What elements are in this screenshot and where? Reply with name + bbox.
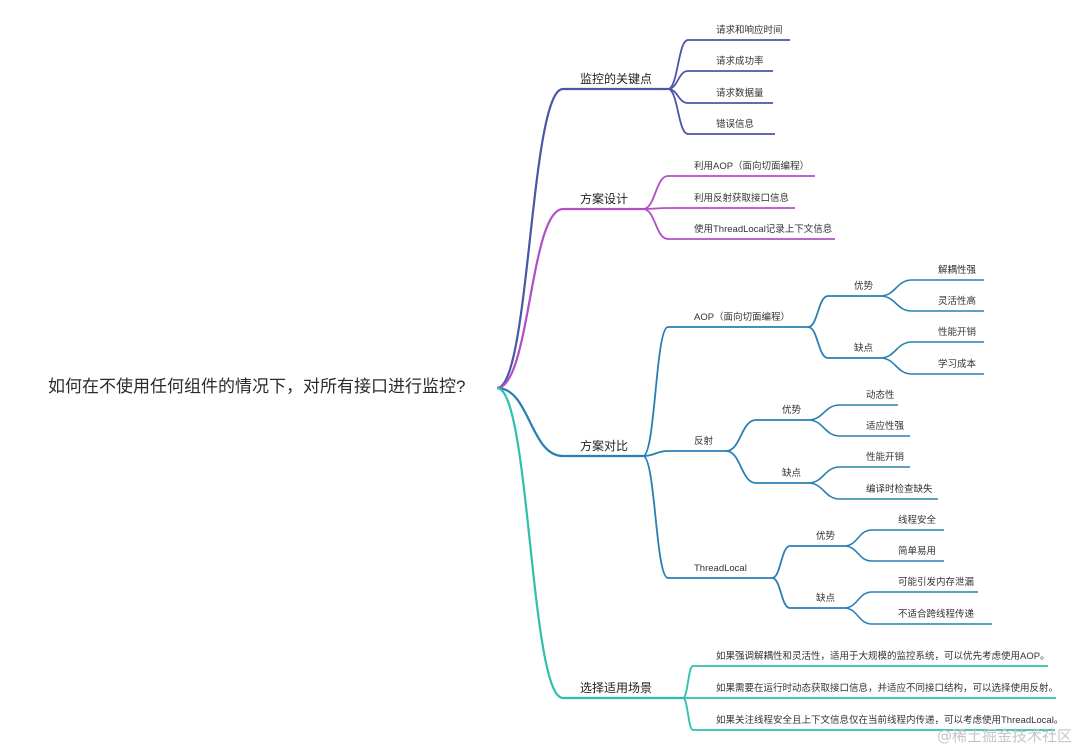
group-connector-1-2 bbox=[807, 326, 829, 359]
leaf-connector-1-1-1 bbox=[879, 279, 913, 297]
subtopic-connector-3-1 bbox=[642, 326, 669, 457]
leaf-connector-1-2-2 bbox=[879, 357, 913, 375]
group-3-1: 优势 bbox=[816, 531, 836, 542]
leaf-3-1-2: 简单易用 bbox=[898, 546, 937, 557]
subtopic-2-1: 利用AOP（面向切面编程） bbox=[694, 161, 810, 172]
leaf-3-2-1: 可能引发内存泄漏 bbox=[898, 577, 975, 588]
subtopic-4-1: 如果强调解耦性和灵活性，适用于大规模的监控系统，可以优先考虑使用AOP。 bbox=[716, 651, 1050, 662]
leaf-connector-3-1-1 bbox=[843, 529, 873, 547]
leaf-2-1-1: 动态性 bbox=[866, 390, 895, 401]
subtopic-3-3: ThreadLocal bbox=[694, 563, 747, 574]
leaf-connector-2-2-1 bbox=[807, 466, 841, 484]
subtopic-connector-1-4 bbox=[667, 88, 689, 135]
leaf-connector-2-2-2 bbox=[807, 482, 841, 500]
leaf-connector-3-1-2 bbox=[843, 545, 873, 562]
subtopic-1-2: 请求成功率 bbox=[716, 56, 764, 67]
leaf-3-2-2: 不适合跨线程传递 bbox=[898, 609, 975, 620]
branch-topic-3: 方案对比 bbox=[580, 439, 629, 453]
subtopic-4-2: 如果需要在运行时动态获取接口信息，并适应不同接口结构，可以选择使用反射。 bbox=[716, 683, 1059, 694]
leaf-connector-1-2-1 bbox=[879, 341, 913, 359]
branch-connector-1 bbox=[496, 87, 564, 390]
subtopic-1-1: 请求和响应时间 bbox=[716, 25, 783, 36]
leaf-connector-3-2-1 bbox=[843, 591, 873, 609]
subtopic-3-1: AOP（面向切面编程） bbox=[694, 312, 791, 323]
branch-topic-1: 监控的关键点 bbox=[580, 72, 653, 86]
subtopic-1-3: 请求数据量 bbox=[716, 88, 764, 99]
subtopic-1-4: 错误信息 bbox=[716, 119, 755, 130]
leaf-2-2-1: 性能开销 bbox=[866, 452, 905, 463]
group-3-2: 缺点 bbox=[816, 593, 836, 604]
subtopic-connector-2-1 bbox=[642, 175, 669, 210]
group-connector-1-1 bbox=[807, 295, 829, 328]
subtopic-2-2: 利用反射获取接口信息 bbox=[694, 193, 790, 204]
subtopic-connector-3-3 bbox=[642, 455, 669, 579]
leaf-3-1-1: 线程安全 bbox=[898, 515, 937, 526]
branch-topic-4: 选择适用场景 bbox=[580, 681, 653, 695]
leaf-2-2-2: 编译时检查缺失 bbox=[866, 484, 933, 495]
branch-connector-2 bbox=[496, 207, 564, 390]
subtopic-connector-2-3 bbox=[642, 208, 669, 240]
subtopic-connector-1-1 bbox=[667, 39, 689, 90]
branch-connector-3 bbox=[496, 386, 564, 458]
group-connector-2-2 bbox=[725, 450, 757, 484]
subtopic-4-3: 如果关注线程安全且上下文信息仅在当前线程内传递，可以考虑使用ThreadLoca… bbox=[716, 715, 1064, 726]
leaf-connector-2-1-2 bbox=[807, 419, 841, 437]
leaf-1-1-1: 解耦性强 bbox=[938, 265, 977, 276]
subtopic-2-3: 使用ThreadLocal记录上下文信息 bbox=[694, 224, 833, 235]
subtopic-connector-2-2 bbox=[642, 207, 669, 210]
leaf-connector-3-2-2 bbox=[843, 607, 873, 625]
leaf-connector-2-1-1 bbox=[807, 404, 841, 421]
root-topic: 如何在不使用任何组件的情况下，对所有接口进行监控? bbox=[48, 377, 466, 396]
group-connector-2-1 bbox=[725, 419, 757, 452]
branch-topic-2: 方案设计 bbox=[580, 192, 629, 206]
leaf-2-1-2: 适应性强 bbox=[866, 421, 905, 432]
leaf-connector-1-1-2 bbox=[879, 295, 913, 312]
subtopic-connector-4-1 bbox=[682, 665, 694, 699]
group-1-2: 缺点 bbox=[854, 343, 874, 354]
watermark: @稀土掘金技术社区 bbox=[936, 727, 1072, 745]
group-2-1: 优势 bbox=[782, 405, 802, 416]
subtopic-3-2: 反射 bbox=[694, 436, 714, 447]
leaf-1-2-1: 性能开销 bbox=[938, 327, 977, 338]
leaf-1-1-2: 灵活性高 bbox=[938, 296, 977, 307]
group-connector-3-2 bbox=[771, 577, 791, 609]
group-2-2: 缺点 bbox=[782, 468, 802, 479]
group-connector-3-1 bbox=[771, 545, 791, 579]
subtopic-connector-4-3 bbox=[682, 697, 694, 731]
subtopic-connector-3-2 bbox=[642, 450, 669, 457]
group-1-1: 优势 bbox=[854, 281, 874, 292]
branch-connector-4 bbox=[496, 386, 564, 700]
leaf-1-2-2: 学习成本 bbox=[938, 359, 977, 370]
